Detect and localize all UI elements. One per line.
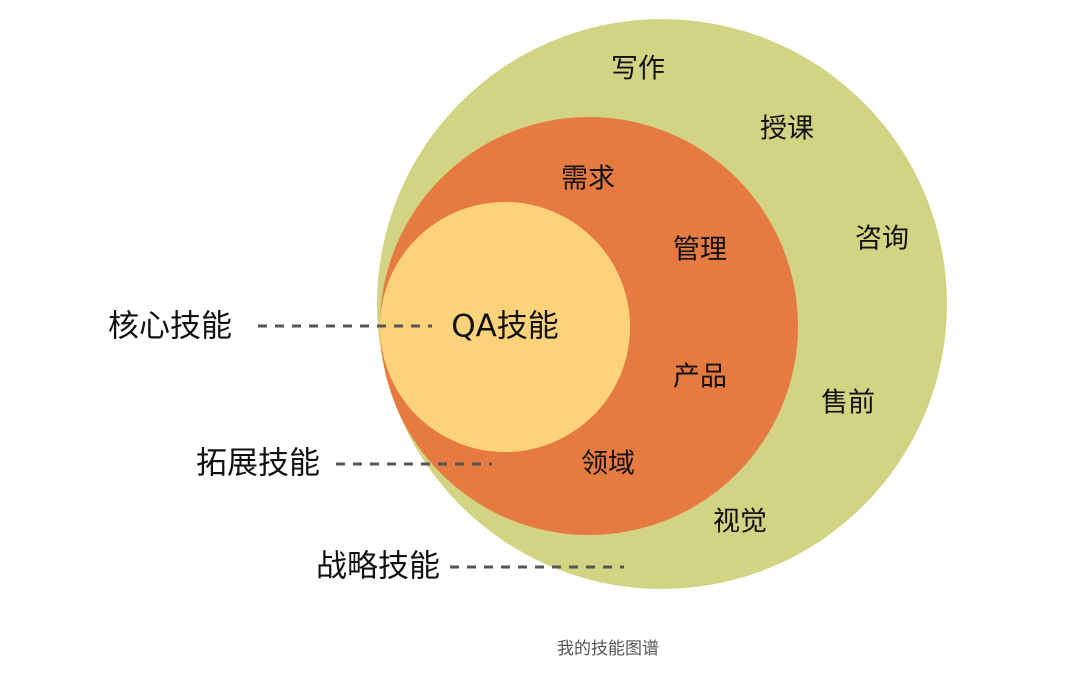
core-skill-label: QA技能 [451, 309, 559, 345]
legend-extended-label: 拓展技能 [196, 446, 320, 482]
legend-core-label: 核心技能 [108, 309, 232, 345]
extended-item: 管理 [673, 235, 727, 266]
strategic-item: 咨询 [855, 224, 909, 255]
extended-item: 产品 [673, 362, 727, 393]
strategic-item: 售前 [821, 388, 875, 419]
strategic-item: 写作 [611, 54, 665, 85]
extended-item: 领域 [581, 449, 635, 480]
strategic-item: 视觉 [713, 507, 767, 538]
core-skills-circle [380, 202, 630, 452]
extended-item: 需求 [561, 164, 615, 195]
figure-caption: 我的技能图谱 [557, 639, 659, 659]
strategic-item: 授课 [760, 114, 814, 145]
legend-strategic-label: 战略技能 [316, 549, 440, 585]
